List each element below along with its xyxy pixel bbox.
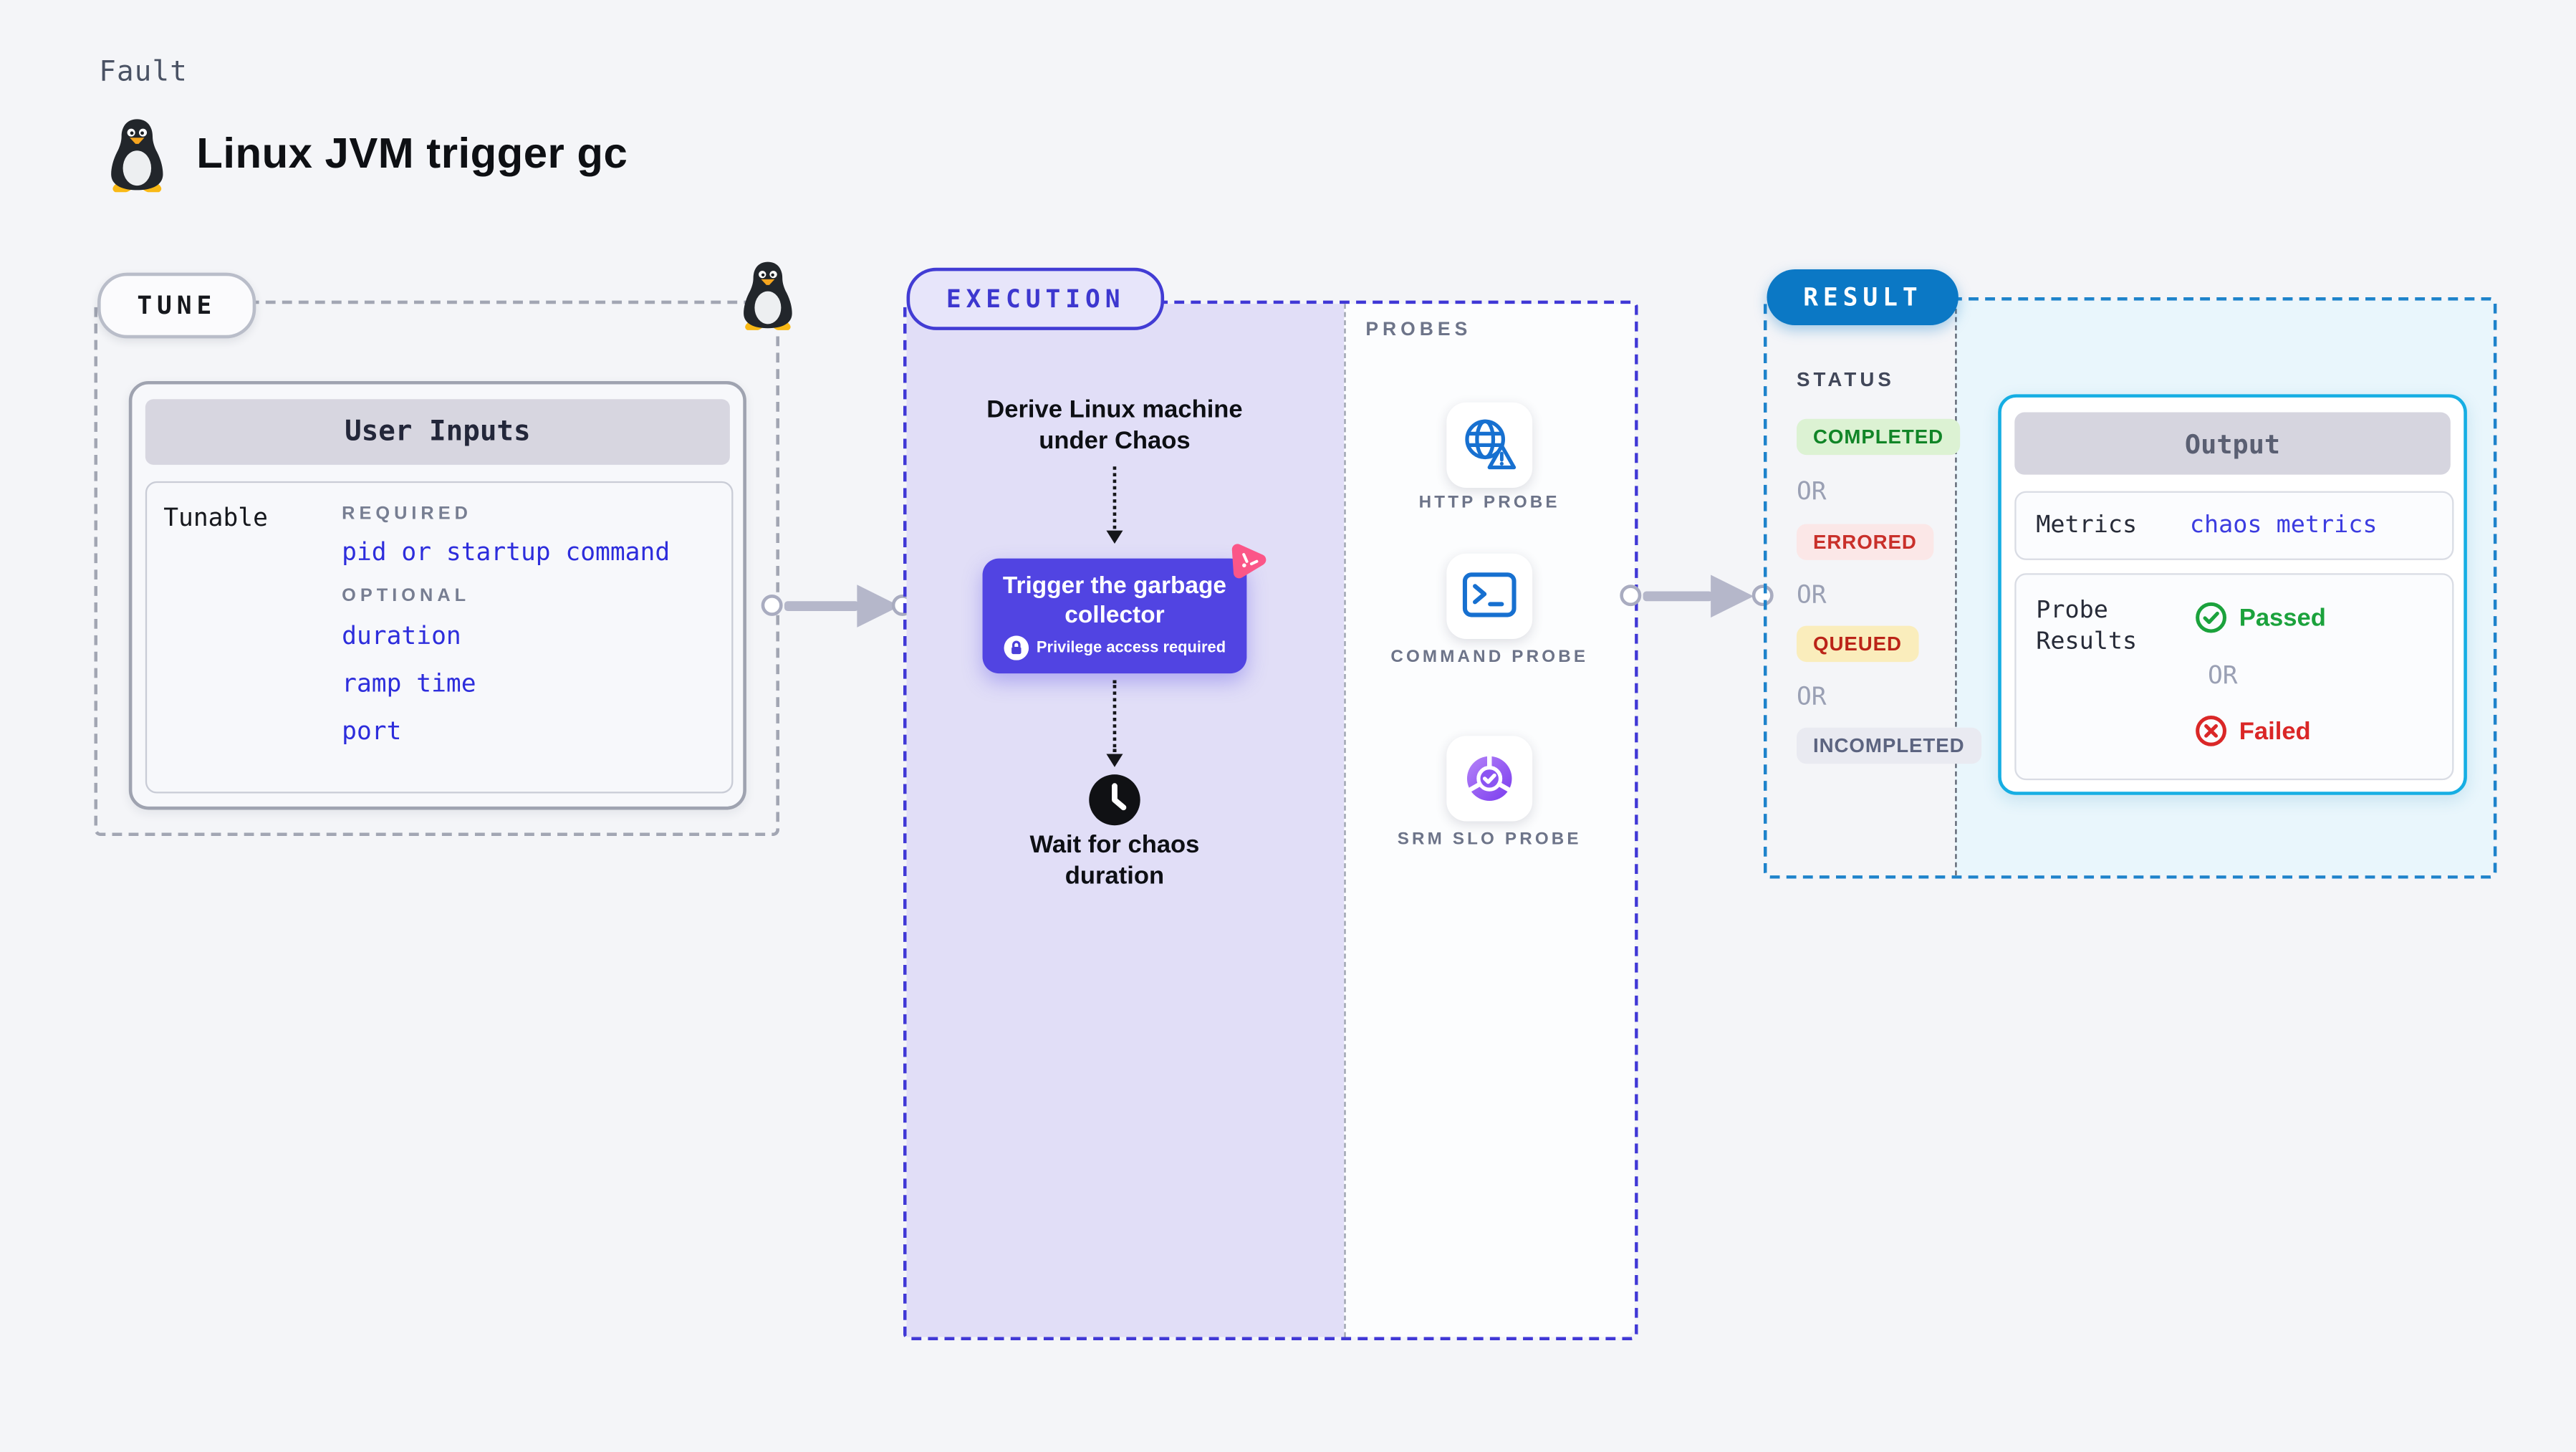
page-title: Linux JVM trigger gc bbox=[196, 128, 628, 178]
failed-label: Failed bbox=[2239, 716, 2311, 745]
probe-results-label: Probe Results bbox=[2036, 597, 2138, 655]
status-badge-errored: ERRORED bbox=[1796, 524, 1933, 560]
connector-arrow bbox=[784, 601, 859, 611]
output-title: Output bbox=[2014, 412, 2451, 475]
probes-label: PROBES bbox=[1365, 320, 1472, 340]
flow-arrowhead-icon bbox=[1106, 754, 1123, 767]
chaos-pink-icon bbox=[1231, 544, 1267, 579]
result-divider bbox=[1955, 300, 1957, 876]
failed-row: Failed bbox=[2195, 714, 2311, 747]
http-probe-card bbox=[1446, 402, 1533, 489]
tunable-panel: Tunable REQUIRED pid or startup command … bbox=[145, 481, 734, 794]
status-badge-queued: QUEUED bbox=[1796, 625, 1918, 663]
connector-dot bbox=[761, 595, 783, 616]
tune-pill: TUNE bbox=[97, 272, 256, 339]
user-inputs-title: User Inputs bbox=[145, 399, 730, 465]
metrics-label: Metrics bbox=[2036, 512, 2138, 539]
user-inputs-card: User Inputs Tunable REQUIRED pid or star… bbox=[128, 380, 746, 810]
or-text: OR bbox=[1796, 681, 1827, 711]
status-badge-completed: COMPLETED bbox=[1796, 418, 1961, 456]
metrics-value-link[interactable]: chaos metrics bbox=[2189, 512, 2378, 539]
clock-icon bbox=[1089, 774, 1140, 826]
required-label: REQUIRED bbox=[342, 504, 472, 524]
lock-icon bbox=[1003, 635, 1029, 660]
slo-gauge-icon bbox=[1466, 752, 1513, 801]
command-probe-card bbox=[1446, 553, 1533, 639]
x-circle-icon bbox=[2196, 716, 2227, 746]
connector-arrow bbox=[1643, 591, 1713, 602]
passed-row: Passed bbox=[2195, 601, 2326, 634]
linux-tux-icon bbox=[111, 119, 163, 193]
fault-eyebrow: Fault bbox=[99, 55, 188, 89]
probes-divider bbox=[1344, 304, 1346, 1337]
connector-arrowhead bbox=[1711, 574, 1754, 618]
status-label: STATUS bbox=[1796, 367, 1895, 391]
srm-slo-probe-card bbox=[1446, 736, 1533, 822]
output-card: Output Metrics chaos metrics Probe Resul… bbox=[1998, 394, 2467, 795]
command-probe-label: COMMAND PROBE bbox=[1390, 647, 1589, 667]
flow-dotted-line bbox=[1112, 466, 1117, 529]
srm-slo-probe-label: SRM SLO PROBE bbox=[1397, 829, 1582, 850]
check-circle-icon bbox=[2196, 602, 2227, 633]
execution-pill: EXECUTION bbox=[906, 267, 1165, 330]
flow-arrowhead-icon bbox=[1106, 530, 1123, 544]
optional-label: OPTIONAL bbox=[342, 586, 471, 607]
http-probe-label: HTTP PROBE bbox=[1418, 492, 1560, 513]
linux-tux-icon bbox=[744, 261, 792, 330]
or-text: OR bbox=[1796, 476, 1827, 506]
terminal-icon bbox=[1462, 572, 1517, 617]
probe-results-row: Probe Results Passed OR Failed bbox=[2014, 573, 2454, 781]
passed-label: Passed bbox=[2239, 603, 2326, 632]
status-badge-incompleted: INCOMPLETED bbox=[1796, 727, 1981, 764]
result-pill: RESULT bbox=[1767, 269, 1959, 326]
connector-dot bbox=[1751, 585, 1774, 607]
tunable-link-pid[interactable]: pid or startup command bbox=[342, 537, 671, 567]
globe-alert-icon bbox=[1465, 419, 1517, 470]
trigger-gc-node: Trigger the garbage collector Privilege … bbox=[982, 544, 1267, 674]
metrics-row: Metrics chaos metrics bbox=[2014, 491, 2454, 560]
connector-dot bbox=[1620, 585, 1642, 607]
or-text: OR bbox=[1796, 580, 1827, 610]
flow-dotted-line bbox=[1112, 680, 1117, 753]
derive-machine-text: Derive Linux machine under Chaos bbox=[986, 395, 1243, 456]
privilege-badge: Privilege access required bbox=[983, 635, 1247, 660]
privilege-text: Privilege access required bbox=[1036, 638, 1226, 658]
tune-section-box bbox=[94, 300, 780, 837]
tunable-label: Tunable bbox=[163, 502, 268, 532]
tunable-link-duration[interactable]: duration bbox=[342, 620, 461, 651]
tunable-link-ramp-time[interactable]: ramp time bbox=[342, 668, 476, 698]
tunable-link-port[interactable]: port bbox=[342, 716, 402, 746]
wait-duration-text: Wait for chaos duration bbox=[1029, 831, 1200, 890]
or-text: OR bbox=[2207, 660, 2238, 691]
trigger-gc-title: Trigger the garbage collector bbox=[1002, 573, 1226, 629]
